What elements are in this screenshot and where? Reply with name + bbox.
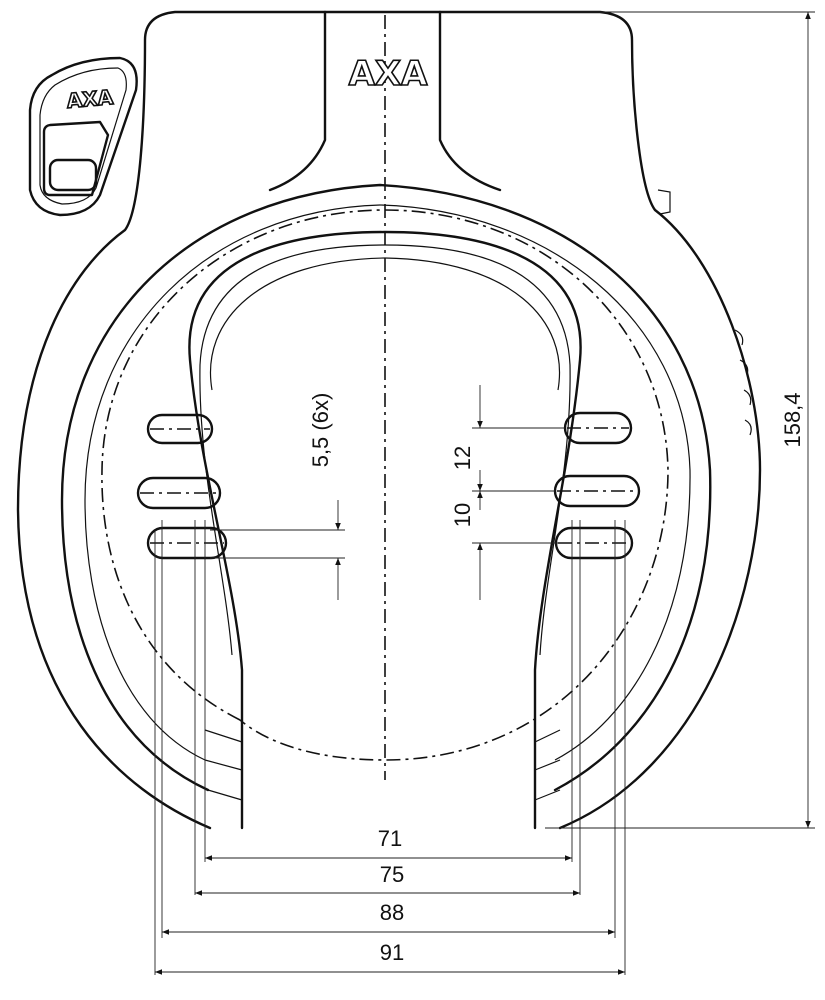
dim-label-height: 158,4 bbox=[780, 392, 805, 447]
lock-neck-outline bbox=[268, 10, 502, 192]
dim-label-hole-diameter: 5,5 (6x) bbox=[308, 393, 333, 468]
lock-ring-edge bbox=[84, 204, 691, 761]
key-outline bbox=[28, 56, 138, 217]
dim-hole-diameter bbox=[210, 500, 345, 600]
side-grip bbox=[734, 329, 752, 436]
body-logo: AXA bbox=[349, 54, 429, 94]
left-jaw bbox=[204, 729, 243, 801]
key-inner-outline bbox=[39, 67, 127, 205]
hole-left-3 bbox=[146, 526, 228, 560]
dim-label-71: 71 bbox=[378, 826, 402, 851]
hole-left-1 bbox=[146, 413, 214, 445]
dim-label-75: 75 bbox=[380, 862, 404, 887]
extension-lines bbox=[154, 11, 815, 975]
dim-label-88: 88 bbox=[380, 900, 404, 925]
key: AXA bbox=[28, 56, 138, 217]
dim-label-12: 12 bbox=[450, 446, 475, 470]
hole-left-2 bbox=[136, 476, 222, 510]
mounting-holes bbox=[136, 411, 641, 560]
dim-hole-spacing-10 bbox=[472, 491, 558, 600]
key-slot bbox=[48, 158, 98, 192]
lock-body bbox=[16, 10, 762, 830]
lock-inner-ring bbox=[60, 183, 712, 792]
dim-hole-spacing-12 bbox=[472, 385, 565, 492]
key-grip bbox=[42, 120, 110, 197]
dim-label-10: 10 bbox=[450, 503, 475, 527]
key-logo: AXA bbox=[66, 85, 115, 113]
dim-label-91: 91 bbox=[380, 940, 404, 965]
side-button bbox=[657, 189, 671, 215]
right-jaw bbox=[534, 729, 561, 801]
